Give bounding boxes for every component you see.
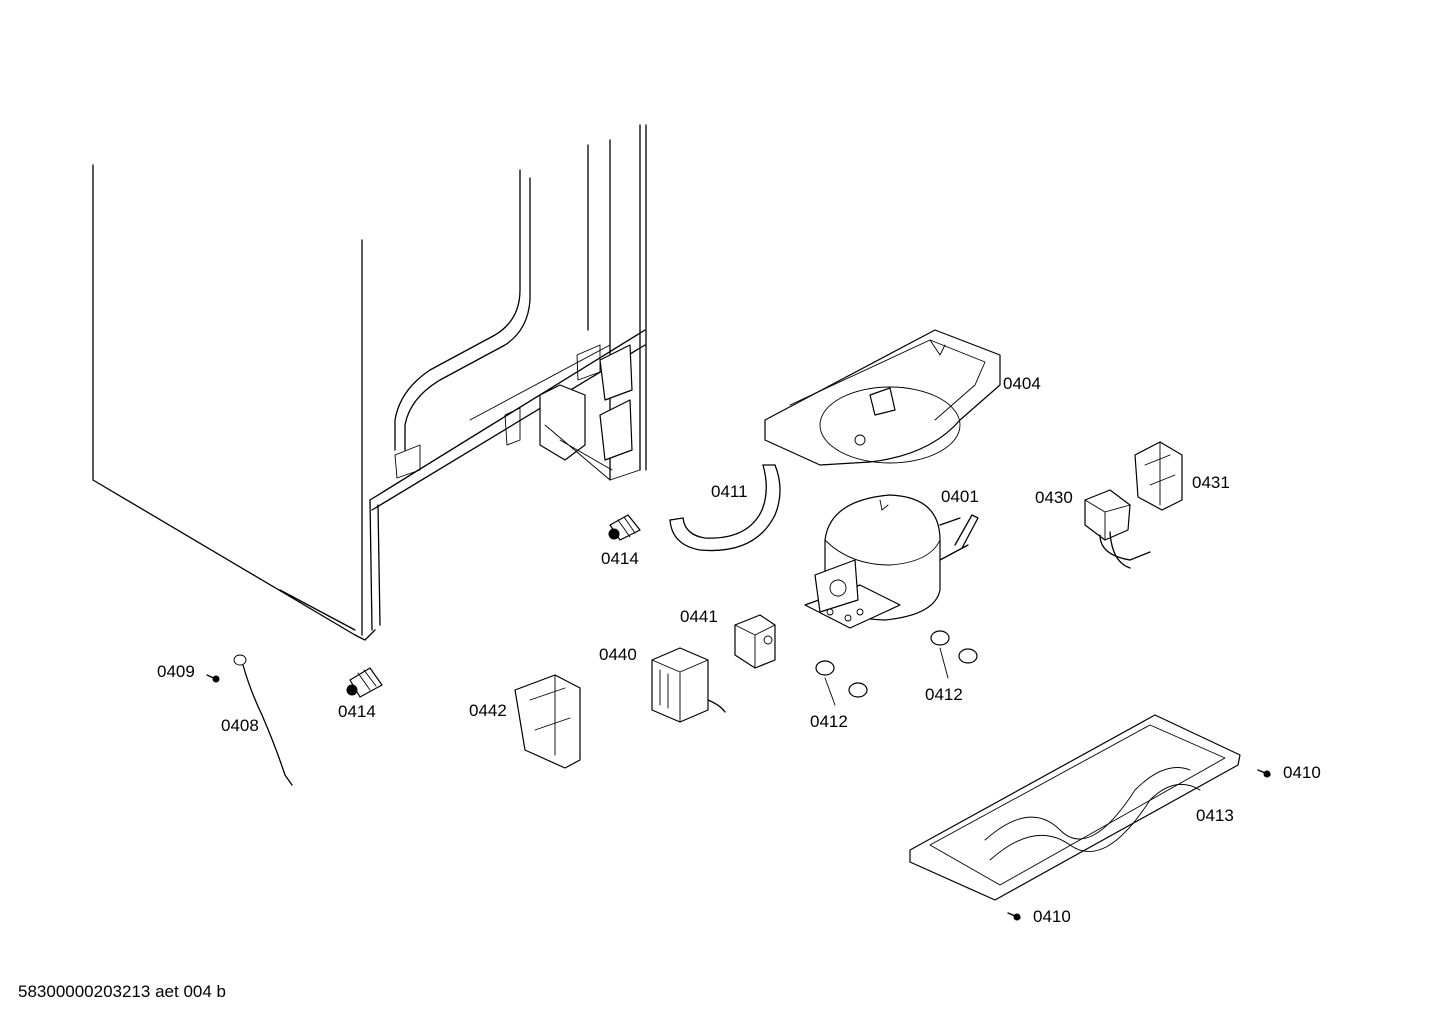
part-0441-cover (734, 614, 776, 669)
label-0414-upper: 0414 (601, 549, 639, 568)
label-0412-right: 0412 (925, 685, 963, 704)
label-0408: 0408 (221, 716, 259, 735)
part-0410-screw-bottom (1007, 912, 1021, 921)
appliance-cabinet (92, 124, 647, 641)
part-0401-compressor (804, 494, 979, 629)
part-0440-control-module (651, 647, 726, 723)
part-0409-screw (206, 674, 220, 683)
part-0442-bracket (514, 674, 581, 769)
part-0411-hose (669, 464, 781, 552)
label-0401: 0401 (941, 487, 979, 506)
part-0414-adjustable-foot-lower (346, 667, 383, 698)
label-0412-left: 0412 (810, 712, 848, 731)
label-0430: 0430 (1035, 488, 1073, 507)
label-0411: 0411 (711, 482, 748, 501)
label-0414-lower: 0414 (338, 702, 376, 721)
part-0412-grommets-left (815, 660, 868, 698)
part-0413-base-plate (909, 714, 1241, 901)
part-0430-relay (1084, 489, 1151, 569)
label-0404: 0404 (1003, 374, 1041, 393)
part-0410-screw-right (1257, 769, 1271, 778)
part-0431-bracket (1134, 441, 1183, 511)
label-0410-bottom: 0410 (1033, 907, 1071, 926)
label-0409: 0409 (157, 662, 195, 681)
document-reference-code: 58300000203213 aet 004 b (18, 982, 226, 1001)
label-0431: 0431 (1192, 473, 1230, 492)
part-0414-adjustable-foot-upper (608, 514, 641, 541)
label-0410-right: 0410 (1283, 763, 1321, 782)
part-0408-ground-wire (233, 654, 293, 786)
part-0412-grommets-right (930, 630, 978, 664)
label-0441: 0441 (680, 607, 718, 626)
leader-lines (824, 647, 949, 706)
part-0404-drip-tray (764, 329, 1001, 466)
label-0413: 0413 (1196, 806, 1234, 825)
label-0442: 0442 (469, 701, 507, 720)
label-0440: 0440 (599, 645, 637, 664)
